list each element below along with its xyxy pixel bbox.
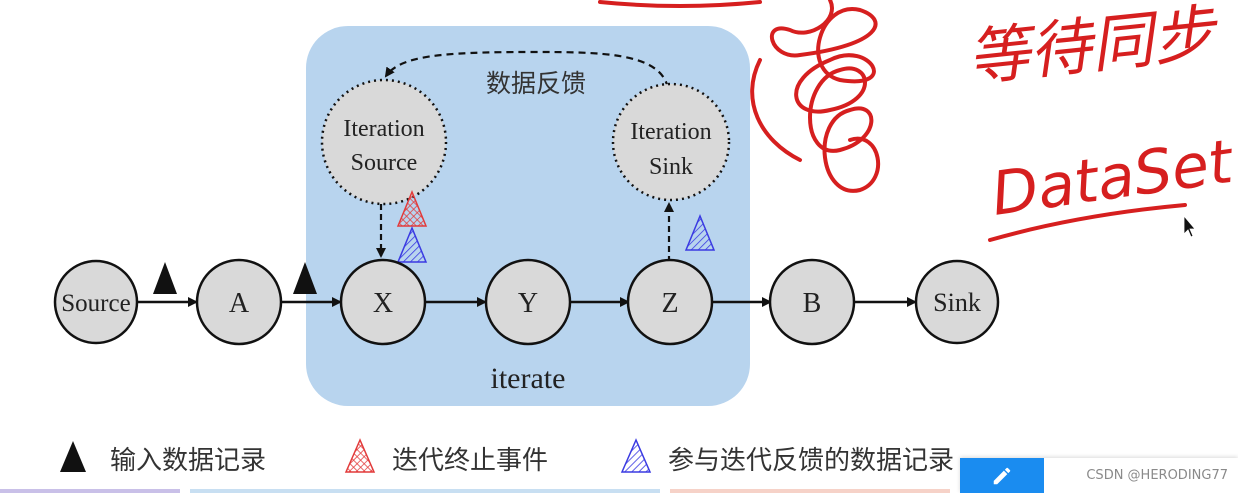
bottom-strip-middle <box>190 489 660 493</box>
edit-button[interactable] <box>960 458 1044 493</box>
node-z-label: Z <box>661 288 678 319</box>
legend-termination-triangle-icon <box>344 438 376 473</box>
node-x-label: X <box>373 288 393 319</box>
svg-text:等待同步: 等待同步 <box>964 0 1223 95</box>
csdn-watermark: CSDN @HERODING77 <box>1086 468 1228 483</box>
feedback-label: 数据反馈 <box>486 69 586 98</box>
legend-feedback-label: 参与迭代反馈的数据记录 <box>668 446 954 476</box>
hand-arc-top <box>598 0 762 8</box>
node-z <box>626 258 714 346</box>
input-record-triangle-2 <box>293 262 317 294</box>
handwritten-text-dengdaitongbu: 等待同步 <box>964 0 1223 95</box>
node-y-label: Y <box>518 288 538 319</box>
floating-toolbar: CSDN @HERODING77 <box>960 458 1238 493</box>
hand-underline-scribble <box>988 203 1187 242</box>
legend-termination-label: 迭代终止事件 <box>392 446 548 476</box>
node-source-label: Source <box>61 290 130 317</box>
iteration-sink-label-line1: Iteration <box>630 119 711 145</box>
mouse-cursor-icon <box>1183 214 1196 238</box>
node-b-label: B <box>803 288 822 319</box>
iteration-source-label-line2: Source <box>351 150 418 176</box>
bottom-strip-right <box>670 489 950 493</box>
legend-input-triangle-icon <box>60 441 86 472</box>
hand-loops <box>770 0 880 193</box>
feedback-record-triangle-left <box>396 226 428 263</box>
bottom-strip-left <box>0 489 180 493</box>
node-sink <box>914 259 1000 345</box>
iteration-source-label-line1: Iteration <box>343 116 424 142</box>
termination-event-triangle <box>396 190 428 227</box>
node-x <box>339 258 427 346</box>
node-b <box>768 258 856 346</box>
legend-input-label: 输入数据记录 <box>110 446 266 476</box>
node-source <box>53 259 139 345</box>
iterate-label: iterate <box>491 362 566 395</box>
legend-feedback-triangle-icon <box>620 438 652 473</box>
iteration-source-node <box>320 78 448 206</box>
hand-arc-left <box>750 58 802 162</box>
node-a <box>195 258 283 346</box>
node-y <box>484 258 572 346</box>
input-record-triangle-1 <box>153 262 177 294</box>
pencil-icon <box>993 467 1011 484</box>
node-a-label: A <box>229 288 250 319</box>
node-sink-label: Sink <box>933 288 981 317</box>
iteration-sink-label-line2: Sink <box>649 154 693 180</box>
feedback-record-triangle-right <box>684 214 716 251</box>
iteration-sink-node <box>611 82 731 202</box>
